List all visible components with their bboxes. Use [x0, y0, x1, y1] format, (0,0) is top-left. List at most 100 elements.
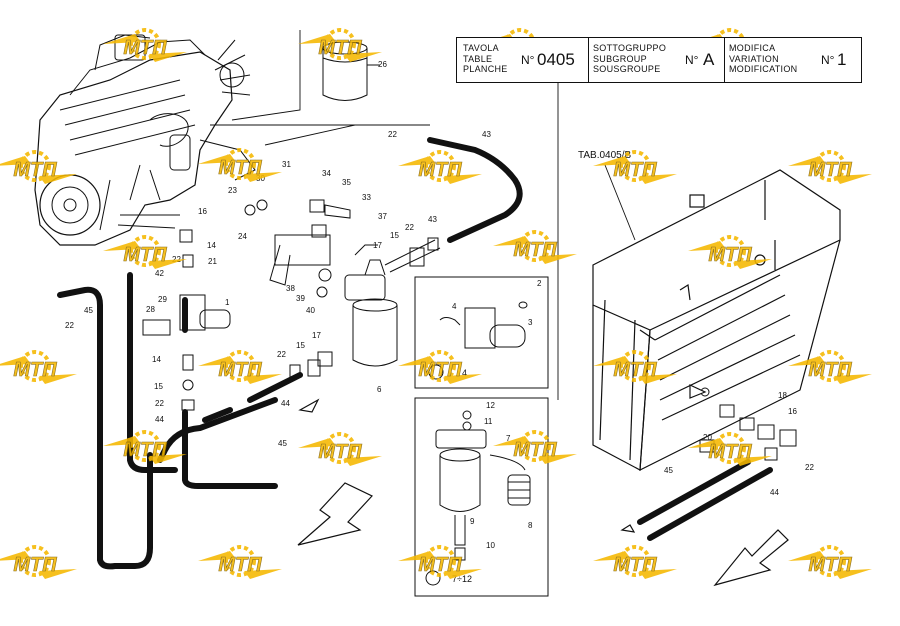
callout-22: 22	[155, 399, 164, 408]
callout-28: 28	[146, 305, 155, 314]
callout-2: 2	[537, 279, 542, 288]
svg-text:МТП: МТП	[808, 359, 852, 381]
callout-35: 35	[342, 178, 351, 187]
callout-33: 33	[362, 193, 371, 202]
watermark-logo: МТП	[398, 350, 482, 384]
callout-1: 1	[225, 298, 230, 307]
svg-text:МТП: МТП	[13, 359, 57, 381]
arrow-small-left	[298, 398, 320, 413]
watermark-logo: МТП	[788, 545, 872, 579]
drawing-lines	[34, 30, 841, 597]
svg-text:МТП: МТП	[13, 159, 57, 181]
svg-text:МТП: МТП	[13, 554, 57, 576]
callout-8: 8	[528, 521, 533, 530]
watermark-logo: МТП	[493, 230, 577, 264]
inset-b-parts	[435, 410, 531, 561]
callout-6: 6	[377, 385, 382, 394]
watermark-logo: МТП	[0, 545, 77, 579]
watermark-logo: МТП	[198, 350, 282, 384]
hose-43-upper	[427, 137, 523, 243]
callout-34: 34	[322, 169, 331, 178]
subgroup-no-prefix: N°	[685, 53, 699, 67]
callout-15: 15	[296, 341, 305, 350]
svg-text:МТП: МТП	[318, 37, 362, 59]
modification-number: 1	[837, 50, 847, 69]
callout-44: 44	[155, 415, 164, 424]
callout-45: 45	[278, 439, 287, 448]
callout-22: 22	[277, 350, 286, 359]
watermark-logo: МТП	[788, 150, 872, 184]
callout-14: 14	[207, 241, 216, 250]
watermark-logo: МТП	[198, 545, 282, 579]
svg-text:МТП: МТП	[318, 441, 362, 463]
callout-45: 45	[664, 466, 673, 475]
callout-17: 17	[312, 331, 321, 340]
callout-22: 22	[65, 321, 74, 330]
svg-text:МТП: МТП	[418, 159, 462, 181]
watermark-logo: МТП	[493, 430, 577, 464]
table-cell: TAVOLA TABLE PLANCHE N° 0405	[457, 38, 589, 82]
callout-14: 14	[152, 355, 161, 364]
arrow-right-main	[713, 529, 789, 587]
callout-26: 26	[378, 60, 387, 69]
inset-a-parts	[439, 301, 528, 349]
watermark-logo: МТП	[593, 150, 677, 184]
svg-text:МТП: МТП	[218, 554, 262, 576]
detail-b-label: 7÷12	[452, 574, 472, 584]
callout-10: 10	[486, 541, 495, 550]
svg-text:МТП: МТП	[613, 159, 657, 181]
svg-text:МТП: МТП	[123, 37, 167, 59]
svg-text:МТП: МТП	[418, 359, 462, 381]
watermark-logo: МТП	[198, 148, 282, 182]
subgroup-number: A	[703, 50, 715, 69]
svg-text:МТП: МТП	[123, 439, 167, 461]
fuel-filter-6	[344, 244, 398, 367]
callout-44: 44	[281, 399, 290, 408]
svg-text:МТП: МТП	[708, 441, 752, 463]
engine-assembly	[34, 34, 256, 246]
callout-31: 31	[282, 160, 291, 169]
callout-45: 45	[84, 306, 93, 315]
watermark-logo: МТП	[398, 545, 482, 579]
svg-text:МТП: МТП	[218, 359, 262, 381]
watermark-layer: МТП МТП МТП МТП МТП МТП МТП МТП МТП МТП МТП МТП МТП М…	[0, 28, 872, 579]
callout-43: 43	[428, 215, 437, 224]
callout-29: 29	[158, 295, 167, 304]
flow-arrows	[297, 384, 789, 587]
hose-44-middle	[202, 372, 303, 423]
modification-no-prefix: N°	[821, 53, 835, 67]
callout-22: 22	[388, 130, 397, 139]
subgroup-labels: SOTTOGRUPPO SUBGROUP SOUSGROUPE	[593, 43, 667, 74]
fittings-group	[142, 199, 441, 411]
inset-b-frame	[414, 397, 549, 597]
watermark-logo: МТП	[788, 350, 872, 384]
svg-text:МТП: МТП	[418, 554, 462, 576]
callout-9: 9	[470, 517, 475, 526]
watermark-logo: МТП	[103, 28, 187, 62]
leader-frame	[210, 30, 430, 146]
watermark-logo: МТП	[688, 432, 772, 466]
svg-text:МТП: МТП	[708, 244, 752, 266]
svg-text:МТП: МТП	[613, 554, 657, 576]
callout-12: 12	[486, 401, 495, 410]
callout-16: 16	[788, 407, 797, 416]
callout-22: 22	[405, 223, 414, 232]
callout-22: 22	[172, 255, 181, 264]
callout-3: 3	[528, 318, 533, 327]
hoses-44-45-right	[637, 459, 773, 541]
arrow-ref	[689, 384, 707, 399]
modification-cell: MODIFICA VARIATION MODIFICATION N° 1	[725, 38, 861, 82]
watermark-logo: МТП	[398, 150, 482, 184]
svg-text:МТП: МТП	[218, 157, 262, 179]
table-no-prefix: N°	[521, 53, 535, 67]
callout-15: 15	[390, 231, 399, 240]
callout-40: 40	[306, 306, 315, 315]
svg-text:МТП: МТП	[513, 239, 557, 261]
callout-20: 20	[703, 433, 712, 442]
callout-4: 4	[452, 302, 457, 311]
callout-39: 39	[296, 294, 305, 303]
svg-text:МТП: МТП	[808, 159, 852, 181]
svg-text:МТП: МТП	[808, 554, 852, 576]
tab-leader	[604, 164, 636, 241]
watermark-logo: МТП	[298, 28, 382, 62]
